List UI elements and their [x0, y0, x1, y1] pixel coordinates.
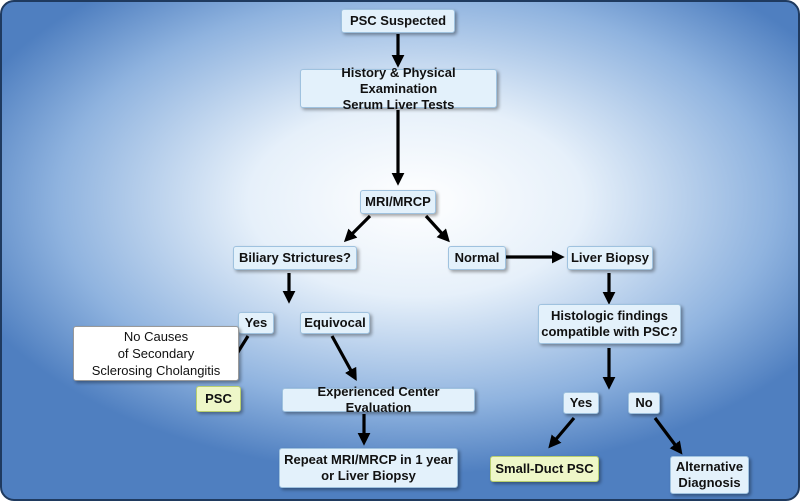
yes-right-node: Yes [563, 392, 599, 414]
yes-left-node: Yes [238, 312, 274, 334]
arrow-mri-to-biliary [343, 214, 372, 243]
arrow-mri-to-normal [424, 214, 450, 243]
psc-result-node: PSC [196, 386, 241, 412]
arrow-yes-to-smallduct [548, 416, 576, 449]
arrow-no-to-alternative [653, 417, 683, 455]
liver-biopsy-node: Liver Biopsy [567, 246, 653, 270]
arrow-equivocal-to-experienced [330, 335, 357, 382]
repeat-mri-node: Repeat MRI/MRCP in 1 year or Liver Biops… [279, 448, 458, 488]
equivocal-node: Equivocal [300, 312, 370, 334]
small-duct-psc-node: Small-Duct PSC [490, 456, 599, 482]
experienced-center-node: Experienced Center Evaluation [282, 384, 475, 415]
normal-node: Normal [448, 246, 506, 270]
no-causes-note: No Causes of Secondary Sclerosing Cholan… [73, 326, 239, 381]
biliary-strictures-node: Biliary Strictures? [233, 246, 357, 270]
no-right-node: No [628, 392, 660, 414]
psc-suspected-node: PSC Suspected [341, 9, 455, 33]
mri-mrcp-node: MRI/MRCP [360, 190, 436, 214]
alternative-diagnosis-node: Alternative Diagnosis [670, 456, 749, 494]
histologic-findings-node: Histologic findings compatible with PSC? [538, 304, 681, 344]
history-exam-node: History & Physical Examination Serum Liv… [300, 65, 497, 112]
